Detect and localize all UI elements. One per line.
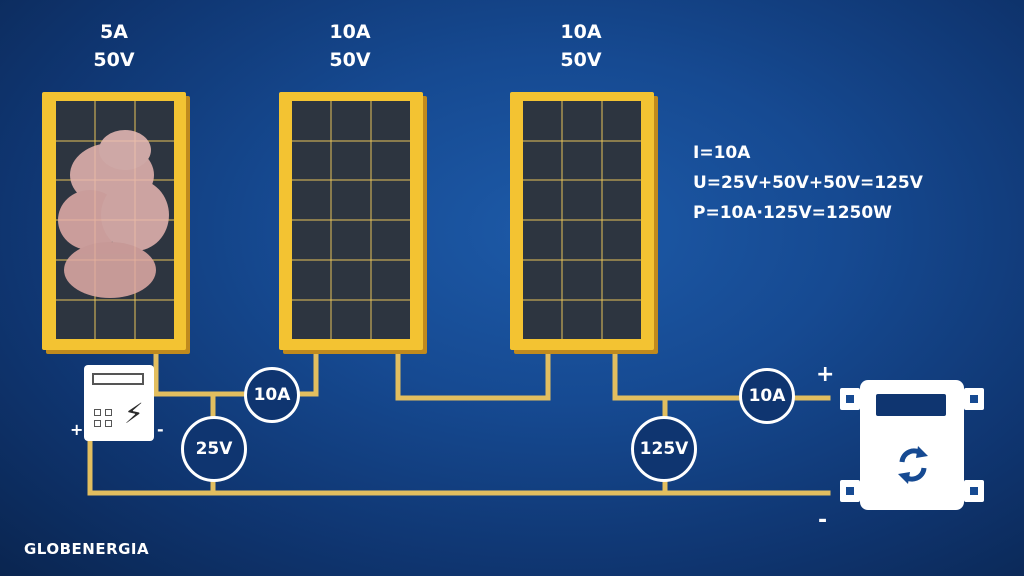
- device-key: [105, 420, 112, 427]
- device-key: [94, 420, 101, 427]
- regulator-terminal-holes: [846, 395, 978, 495]
- lightning-icon: ⚡: [124, 397, 144, 430]
- brand-logo: GLOBENERGIA: [24, 540, 150, 558]
- formula-current: I=10A: [693, 143, 751, 163]
- output-minus-sign: -: [818, 508, 828, 533]
- controller-screen: [876, 394, 946, 416]
- panel-2-voltage: 50V: [329, 49, 371, 71]
- device-minus-sign: -: [157, 420, 164, 439]
- wire-panel1-down: [153, 349, 319, 397]
- cloud-shade: [58, 130, 169, 298]
- solar-panel-3: [510, 92, 658, 354]
- device-key: [94, 409, 101, 416]
- ammeter-1: 10A: [244, 367, 300, 423]
- voltmeter-2: 125V: [631, 416, 697, 482]
- solar-panel-1: [42, 92, 190, 354]
- panel-3-voltage: 50V: [560, 49, 602, 71]
- output-plus-sign: +: [816, 362, 835, 387]
- wires: [87, 349, 831, 496]
- panel-3-label: 10A 50V: [541, 18, 621, 74]
- bypass-diode-icon: ⚡: [84, 365, 154, 441]
- wire-bottom-return: [87, 437, 831, 496]
- ammeter-2: 10A: [739, 368, 795, 424]
- panel-3-current: 10A: [560, 21, 602, 43]
- formula-voltage: U=25V+50V+50V=125V: [693, 173, 923, 193]
- wire-panel2-to-panel3: [395, 349, 551, 401]
- refresh-icon: [898, 446, 928, 484]
- formula-block: I=10A U=25V+50V+50V=125V P=10A·125V=1250…: [693, 138, 923, 228]
- panel-2-label: 10A 50V: [310, 18, 390, 74]
- panel-1-current: 5A: [100, 21, 128, 43]
- device-screen: [92, 373, 144, 385]
- solar-panel-2: [279, 92, 427, 354]
- panel-2-current: 10A: [329, 21, 371, 43]
- voltmeter-1: 25V: [181, 416, 247, 482]
- formula-power: P=10A·125V=1250W: [693, 203, 892, 223]
- device-key: [105, 409, 112, 416]
- panel-1-voltage: 50V: [93, 49, 135, 71]
- wire-panel3-to-output: [612, 349, 831, 401]
- device-plus-sign: +: [70, 420, 84, 439]
- charge-controller-icon: [860, 380, 964, 510]
- panel-1-label: 5A 50V: [74, 18, 154, 74]
